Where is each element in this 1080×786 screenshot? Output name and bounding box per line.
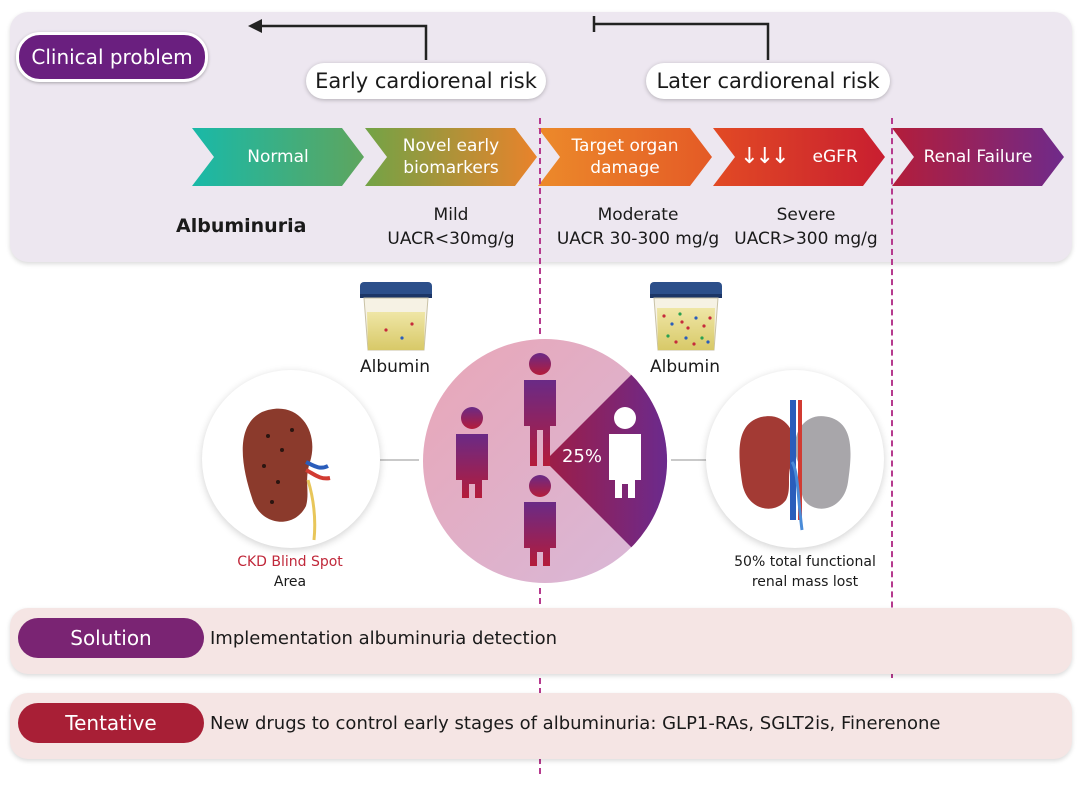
person-icon-left <box>456 407 488 498</box>
albuminuria-severe: Severe UACR>300 mg/g <box>728 203 884 251</box>
person-icon-top <box>524 353 556 466</box>
stage-normal: Normal <box>192 128 364 186</box>
tentative-panel: Tentative New drugs to control early sta… <box>10 693 1072 759</box>
solution-badge: Solution <box>18 618 204 658</box>
solution-panel: Solution Implementation albuminuria dete… <box>10 608 1072 674</box>
albuminuria-title: Albuminuria <box>176 215 307 237</box>
early-cardiorenal-risk-label: Early cardiorenal risk <box>306 63 546 99</box>
kidney-pair-icon <box>739 400 851 531</box>
stage-renal-failure: Renal Failure <box>892 128 1064 186</box>
urine-cup-mild-icon <box>360 282 432 351</box>
person-icon-bottom <box>524 475 556 566</box>
albuminuria-moderate-range: UACR 30-300 mg/g <box>556 229 720 249</box>
stage-target-label-line2: damage <box>590 158 660 178</box>
ckd-area-label: Area <box>273 574 307 590</box>
renal-mass-caption-line1: 50% total functional <box>734 554 876 570</box>
stage-egfr: ↓↓↓ eGFR <box>713 128 885 186</box>
later-cardiorenal-risk-label: Later cardiorenal risk <box>646 63 890 99</box>
stage-novel-label-line2: biomarkers <box>403 158 499 178</box>
ckd-caption: CKD Blind Spot Area <box>220 552 360 592</box>
stage-egfr-label: eGFR <box>812 147 858 167</box>
albuminuria-mild-name: Mild <box>433 205 469 225</box>
risk-connector-arrows <box>248 16 770 60</box>
divider-renal-failure <box>891 118 893 678</box>
solution-text: Implementation albuminuria detection <box>210 628 558 649</box>
stage-renal-label: Renal Failure <box>923 147 1033 167</box>
clinical-problem-badge: Clinical problem <box>16 32 208 82</box>
diseased-kidney-icon <box>242 408 331 541</box>
albuminuria-moderate-name: Moderate <box>597 205 679 225</box>
population-pie-chart: 25% <box>419 335 671 587</box>
albumin-label-right: Albumin <box>650 357 720 377</box>
albuminuria-severe-range: UACR>300 mg/g <box>734 229 878 249</box>
stage-novel-biomarkers: Novel early biomarkers <box>365 128 537 186</box>
ckd-kidney-circle <box>202 370 380 548</box>
tentative-badge: Tentative <box>18 703 204 743</box>
down-arrows-icon: ↓↓↓ <box>740 144 789 169</box>
stage-novel-label-line1: Novel early <box>402 136 500 156</box>
tentative-text: New drugs to control early stages of alb… <box>210 713 941 734</box>
albuminuria-severe-name: Severe <box>776 205 836 225</box>
pie-percent-label: 25% <box>562 446 602 467</box>
ckd-blind-spot-label: CKD Blind Spot <box>237 554 343 570</box>
pie-slice-25-percent <box>545 374 668 548</box>
albumin-label-left: Albumin <box>360 357 430 377</box>
stage-target-label-line1: Target organ <box>571 136 679 156</box>
left-arrowhead-icon <box>248 19 262 33</box>
stage-target-organ-damage: Target organ damage <box>538 128 712 186</box>
albuminuria-mild: Mild UACR<30mg/g <box>376 203 526 251</box>
albuminuria-moderate: Moderate UACR 30-300 mg/g <box>548 203 728 251</box>
stage-normal-label: Normal <box>247 147 309 167</box>
albuminuria-mild-range: UACR<30mg/g <box>387 229 515 249</box>
renal-mass-caption: 50% total functional renal mass lost <box>720 552 890 592</box>
person-icon-highlight <box>609 407 641 498</box>
urine-cup-severe-icon <box>650 282 722 351</box>
renal-mass-caption-line2: renal mass lost <box>751 574 859 590</box>
renal-mass-kidney-circle <box>706 370 884 548</box>
